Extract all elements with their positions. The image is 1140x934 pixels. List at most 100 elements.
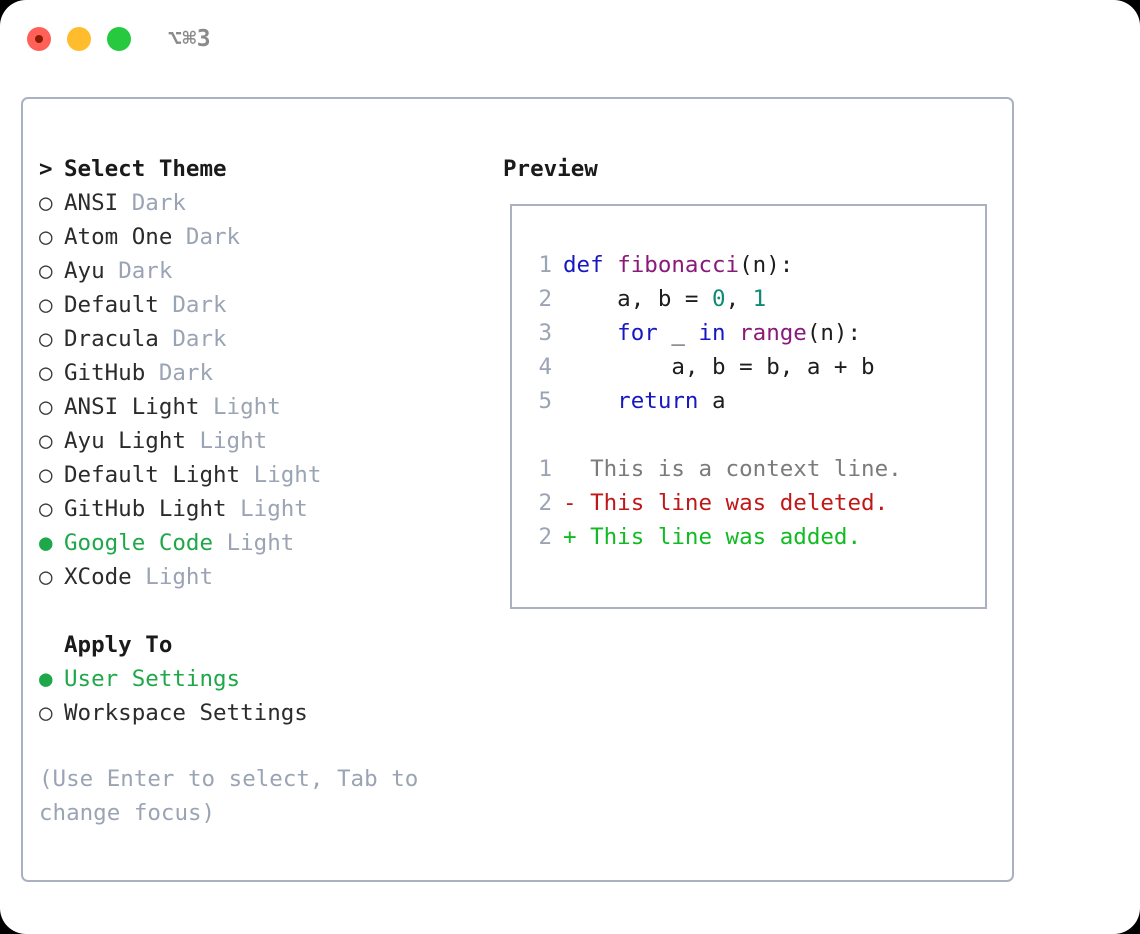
theme-kind-badge: Dark <box>172 292 227 318</box>
theme-name: GitHub <box>64 360 146 386</box>
theme-list-item[interactable]: ○GitHub Light Light <box>39 492 499 526</box>
minimize-window-button[interactable] <box>67 27 91 51</box>
theme-name: Default <box>64 292 159 318</box>
list-spacer <box>39 594 499 628</box>
code-token: a, b = <box>563 286 713 312</box>
theme-list-item[interactable]: ○ Ayu Light Light <box>39 424 499 458</box>
code-line-number: 4 <box>538 354 552 380</box>
radio-unselected-icon: ○ <box>39 190 53 216</box>
theme-kind-badge: Dark <box>118 258 173 284</box>
radio-unselected-icon: ○ <box>39 700 53 726</box>
code-token: 0 <box>712 286 726 312</box>
code-token: return <box>563 388 713 414</box>
theme-kind-badge: Light <box>226 530 295 556</box>
theme-kind-badge: Light <box>253 462 322 488</box>
code-token: a <box>712 388 726 414</box>
apply-to-heading: Apply To <box>64 632 173 658</box>
theme-kind-badge: Dark <box>131 190 186 216</box>
theme-kind-badge: Light <box>213 394 281 420</box>
theme-list-item[interactable]: ● Google Code Light <box>39 526 499 560</box>
theme-list-item[interactable]: ○ Atom One Dark <box>39 220 499 254</box>
diff-marker-space <box>577 524 591 550</box>
theme-name: Ayu Light <box>64 428 186 454</box>
code-line: 3 for _ in range(n): <box>526 316 979 350</box>
code-token: fibonacci <box>617 252 740 278</box>
code-token: for <box>563 320 672 346</box>
radio-unselected-icon: ○ <box>39 360 53 386</box>
apply-to-label: User Settings <box>64 666 241 692</box>
code-token: range <box>739 320 807 346</box>
code-token: 1 <box>752 286 767 312</box>
apply-to-option[interactable]: ○ Workspace Settings <box>39 696 499 730</box>
maximize-window-button[interactable] <box>107 27 131 51</box>
apply-to-option[interactable]: ● User Settings <box>39 662 499 696</box>
diff-text: This line was added. <box>590 524 862 550</box>
code-token: (n): <box>739 252 794 278</box>
radio-unselected-icon: ○ <box>39 564 53 590</box>
diff-line-number: 2 <box>538 524 552 550</box>
diff-line-number: 2 <box>538 490 552 516</box>
diff-text: This is a context line. <box>590 456 902 482</box>
code-token: , <box>725 286 753 312</box>
prompt-caret-icon: > <box>39 156 53 182</box>
theme-list-item[interactable]: ○ ANSI Light Light <box>39 390 499 424</box>
theme-selection-dialog: >Select Theme ○ANSI Dark○Atom One Dark○A… <box>21 97 1014 882</box>
apply-to-list: ● User Settings ○ Workspace Settings <box>39 662 499 730</box>
theme-list-item[interactable]: ○ ANSI Dark <box>39 186 499 220</box>
radio-unselected-icon: ○ <box>39 394 53 420</box>
code-line: 1 def fibonacci(n): <box>526 248 979 282</box>
theme-name: Ayu <box>64 258 105 284</box>
theme-name: Dracula <box>64 326 159 352</box>
theme-name: Google Code <box>64 530 214 556</box>
radio-unselected-icon: ○ <box>39 462 53 488</box>
theme-list-item[interactable]: ○ XCode Light <box>39 560 499 594</box>
radio-unselected-icon: ○ <box>39 224 53 250</box>
theme-name: ANSI <box>64 190 119 216</box>
theme-list-item[interactable]: ○GitHub Dark <box>39 356 499 390</box>
diff-line-number: 1 <box>538 456 552 482</box>
code-line: 2 a, b = 0, 1 <box>526 282 979 316</box>
code-token: def <box>563 252 618 278</box>
radio-selected-icon: ● <box>39 530 53 556</box>
preview-heading: Preview <box>503 156 598 182</box>
radio-selected-icon: ● <box>39 666 53 692</box>
theme-list-item[interactable]: ○Ayu Dark <box>39 254 499 288</box>
title-bar: ⌥⌘3 <box>0 0 1140 78</box>
theme-list-item[interactable]: ○ Default Dark <box>39 288 499 322</box>
diff-marker <box>563 456 577 482</box>
code-line-number: 2 <box>538 286 552 312</box>
theme-kind-badge: Dark <box>172 326 227 352</box>
theme-list-item[interactable]: ○ Default Light Light <box>39 458 499 492</box>
theme-list-item[interactable]: ○ Dracula Dark <box>39 322 499 356</box>
diff-line: 2- This line was deleted. <box>526 486 979 520</box>
theme-name: GitHub Light <box>64 496 227 522</box>
close-icon <box>35 35 43 43</box>
diff-marker: + <box>563 524 577 550</box>
code-line-number: 3 <box>538 320 552 346</box>
theme-kind-badge: Dark <box>185 224 241 250</box>
code-line-number: 1 <box>538 252 552 278</box>
theme-name: ANSI Light <box>64 394 200 420</box>
theme-name: Atom One <box>64 224 173 250</box>
theme-name: Default Light <box>64 462 241 488</box>
code-line: 5 return a <box>526 384 979 418</box>
radio-unselected-icon: ○ <box>39 428 53 454</box>
diff-marker: - <box>563 490 577 516</box>
radio-unselected-icon: ○ <box>39 292 53 318</box>
theme-name: XCode <box>64 564 132 590</box>
theme-kind-badge: Light <box>199 428 268 454</box>
diff-marker-space <box>577 490 591 516</box>
radio-unselected-icon: ○ <box>39 326 53 352</box>
select-theme-heading-label: Select Theme <box>64 156 227 182</box>
diff-line: 1 This is a context line. <box>526 452 979 486</box>
theme-list-panel: >Select Theme ○ANSI Dark○Atom One Dark○A… <box>39 152 499 730</box>
theme-kind-badge: Light <box>145 564 214 590</box>
code-token: _ <box>671 320 699 346</box>
code-token: in <box>698 320 740 346</box>
theme-list: ○ANSI Dark○Atom One Dark○Ayu Dark○Defaul… <box>39 186 499 594</box>
apply-to-label: Workspace Settings <box>64 700 308 726</box>
